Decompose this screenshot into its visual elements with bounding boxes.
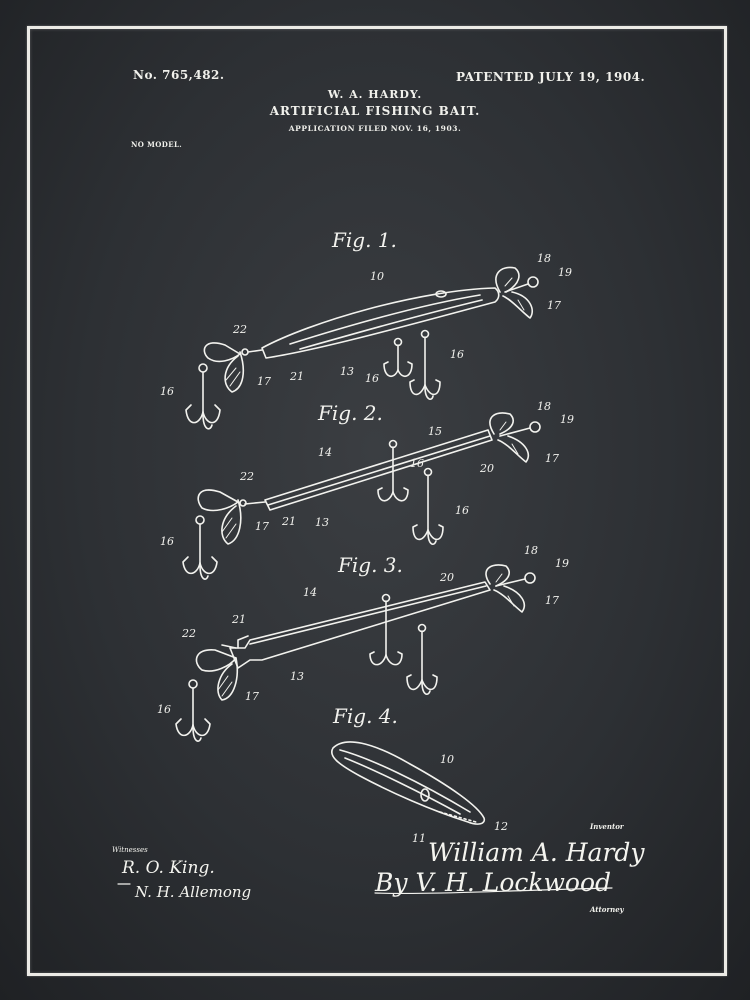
fig-1-label: Fig. 1. — [331, 228, 397, 252]
fig-2-callout: 15 — [428, 425, 442, 438]
fig-2-callout: 17 — [545, 452, 559, 465]
fig-1-belly-hook-1 — [383, 337, 413, 377]
fig-3-callout: 14 — [303, 586, 317, 599]
fig-3-belly-hook-1 — [369, 593, 403, 666]
fig-3-label: Fig. 3. — [337, 553, 403, 577]
fig-3-callout: 19 — [555, 557, 569, 570]
fig-2-front-propeller — [489, 412, 541, 463]
fig-2-callout: 20 — [479, 462, 494, 475]
fig-1-rear-propeller — [203, 342, 249, 393]
fig-2-label: Fig. 2. — [317, 401, 383, 425]
fig-3-callout: 16 — [157, 703, 171, 716]
witness-2-signature: N. H. Allemong — [135, 883, 252, 901]
witness-1-signature: R. O. King. — [122, 858, 215, 878]
fig-2-callout: 17 — [255, 520, 269, 533]
fig-3-callout: 17 — [545, 594, 559, 607]
fig-1-callout: 22 — [232, 323, 247, 336]
fig-2-callout: 18 — [537, 400, 551, 413]
fig-3-front-propeller — [485, 564, 536, 613]
fig-3-callout: 18 — [524, 544, 538, 557]
fig-3-callout: 17 — [245, 690, 259, 703]
fig-1-callout: 17 — [547, 299, 561, 312]
fig-4-lure-section — [331, 741, 486, 825]
fig-2-callout: 19 — [560, 413, 574, 426]
patent-number: No. 765,482. — [133, 68, 225, 82]
inventor-name: W. A. HARDY. — [327, 88, 423, 101]
fig-2-callout: 13 — [315, 516, 329, 529]
fig-2-callout: 16 — [455, 504, 469, 517]
fig-4-callout: 10 — [440, 753, 454, 766]
patent-date: PATENTED JULY 19, 1904. — [456, 70, 646, 84]
fig-3-rear-hook — [175, 679, 211, 742]
inventor-label: Inventor — [590, 822, 624, 831]
fig-3-callout: 21 — [231, 613, 246, 626]
fig-2-rear-hook — [182, 515, 218, 580]
fig-1-callout: 16 — [160, 385, 174, 398]
attorney-label: Attorney — [590, 905, 624, 914]
fig-1-callout: 16 — [450, 348, 464, 361]
fig-3-callout: 13 — [290, 670, 304, 683]
fig-2-callout: 21 — [281, 515, 296, 528]
poster-border — [27, 26, 727, 976]
figure-4: Fig. 4. 10 11 12 — [331, 704, 508, 845]
attorney-signature: By V. H. Lockwood — [375, 868, 612, 897]
fig-1-belly-hook-2 — [409, 329, 441, 401]
fig-1-callout: 10 — [370, 270, 384, 283]
fig-1-callout: 19 — [558, 266, 572, 279]
fig-2-callout: 16 — [160, 535, 174, 548]
fig-3-belly-hook-2 — [406, 623, 438, 696]
fig-3-callout: 22 — [181, 627, 196, 640]
attorney-signature-flourish — [374, 887, 613, 895]
fig-1-callout: 16 — [365, 372, 379, 385]
fig-1-front-propeller — [495, 266, 539, 319]
fig-4-label: Fig. 4. — [332, 704, 398, 728]
fig-1-callout: 17 — [257, 375, 271, 388]
fig-1-callout: 13 — [340, 365, 354, 378]
fig-2-belly-hook-1 — [377, 439, 409, 502]
figure-3: Fig. 3. — [157, 544, 569, 742]
patent-title: ARTIFICIAL FISHING BAIT. — [269, 104, 481, 118]
fig-1-rear-hook — [185, 363, 221, 430]
fig-2-callout: 14 — [318, 446, 332, 459]
fig-1-callout: 21 — [289, 370, 304, 383]
fig-2-rear-propeller — [197, 489, 247, 545]
witnesses-label: Witnesses — [112, 846, 148, 854]
fig-4-callout: 11 — [412, 832, 426, 845]
fig-4-callout: 12 — [494, 820, 508, 833]
fig-1-callouts: 10 18 19 17 22 16 17 21 13 16 16 — [160, 252, 572, 398]
figure-1: Fig. 1. — [160, 228, 572, 430]
figure-2: Fig. 2. — [160, 400, 574, 580]
inventor-signature: William A. Hardy — [428, 838, 645, 867]
fig-3-lure-body — [221, 581, 491, 669]
fig-1-callout: 18 — [537, 252, 551, 265]
fig-4-callouts: 10 11 12 — [412, 753, 508, 845]
fig-2-lure-body — [244, 429, 493, 511]
application-filed: APPLICATION FILED NOV. 16, 1903. — [288, 124, 462, 133]
fig-3-callout: 20 — [439, 571, 454, 584]
fig-3-callouts: 18 19 20 14 17 21 22 13 17 16 — [157, 544, 569, 716]
fig-2-belly-hook-2 — [412, 467, 444, 546]
fig-2-callouts: 18 19 15 14 16 20 17 22 17 21 13 16 16 — [160, 400, 574, 548]
fig-2-callout: 22 — [239, 470, 254, 483]
fig-3-rear-propeller — [195, 649, 238, 701]
fig-1-lure-body — [247, 287, 500, 359]
no-model-label: NO MODEL. — [131, 140, 183, 149]
fig-2-callout: 16 — [410, 457, 424, 470]
